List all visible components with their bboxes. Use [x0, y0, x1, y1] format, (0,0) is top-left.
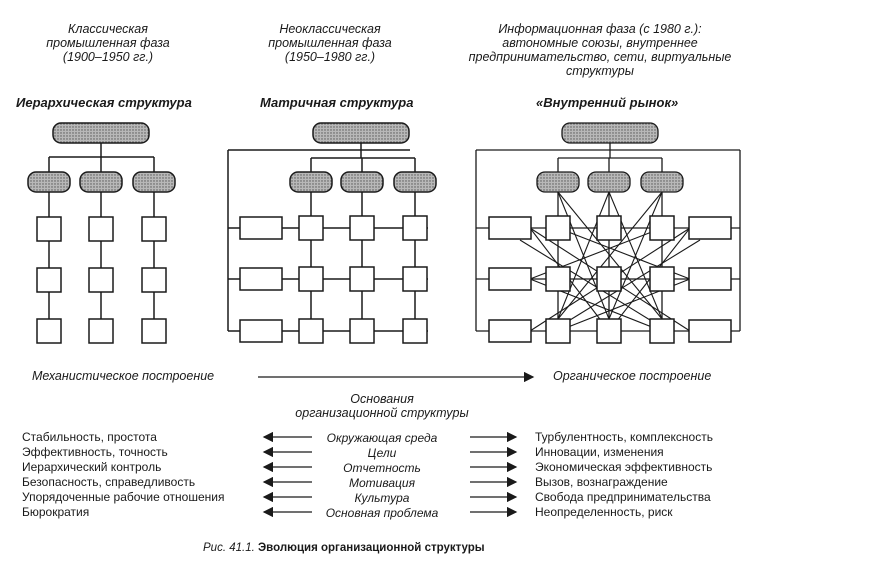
division-node	[289, 171, 333, 193]
caption-title: Эволюция организационной структуры	[258, 542, 485, 554]
unit-box	[649, 266, 675, 292]
phase-title-neoclassical: Неоклассическая промышленная фаза (1950–…	[268, 22, 392, 64]
project-box	[239, 319, 283, 343]
project-box	[488, 267, 532, 291]
unit-box	[141, 216, 167, 242]
matrix-diagram	[227, 122, 437, 344]
unit-box	[402, 215, 428, 241]
unit-box	[545, 215, 571, 241]
figure-caption: Рис. 41.1. Эволюция организационной стру…	[203, 542, 485, 555]
structure-label-hierarchy: Иерархическая структура	[16, 95, 192, 110]
basis-factor: Культура	[354, 491, 410, 505]
project-box	[239, 216, 283, 240]
unit-box	[298, 215, 324, 241]
basis-row: Эффективность, точность Цели Инновации, …	[0, 445, 886, 460]
basis-row: Бюрократия Основная проблема Неопределен…	[0, 505, 886, 520]
organic-trait: Вызов, вознаграждение	[535, 475, 668, 489]
unit-box	[141, 267, 167, 293]
basis-title: Основания организационной структуры	[295, 392, 469, 420]
structure-label-matrix: Матричная структура	[260, 95, 414, 110]
division-node	[132, 171, 176, 193]
basis-row: Стабильность, простота Окружающая среда …	[0, 430, 886, 445]
mechanistic-trait: Иерархический контроль	[22, 460, 162, 474]
division-node	[27, 171, 71, 193]
top-manager-node	[312, 122, 410, 144]
unit-box	[596, 215, 622, 241]
project-box	[688, 319, 732, 343]
organic-trait: Свобода предпринимательства	[535, 490, 711, 504]
division-node	[587, 171, 631, 193]
unit-box	[402, 318, 428, 344]
unit-box	[298, 318, 324, 344]
network-links	[519, 191, 701, 332]
unit-box	[36, 216, 62, 242]
basis-row: Иерархический контроль Отчетность Эконом…	[0, 460, 886, 475]
unit-box	[298, 266, 324, 292]
division-node	[79, 171, 123, 193]
project-box	[488, 319, 532, 343]
division-node	[536, 171, 580, 193]
mechanistic-trait: Упорядоченные рабочие отношения	[22, 490, 225, 504]
division-node	[340, 171, 384, 193]
axis-label-mechanistic: Механистическое построение	[32, 369, 215, 383]
unit-box	[36, 267, 62, 293]
basis-factor: Мотивация	[349, 476, 415, 490]
top-manager-node	[52, 122, 150, 144]
unit-box	[36, 318, 62, 344]
basis-factor: Отчетность	[343, 461, 421, 475]
phase-title-information: Информационная фаза (с 1980 г.): автоном…	[468, 22, 732, 78]
unit-box	[545, 266, 571, 292]
basis-arrows	[262, 431, 518, 518]
division-node	[640, 171, 684, 193]
basis-factor: Основная проблема	[325, 506, 439, 520]
hierarchy-diagram	[27, 122, 176, 344]
unit-box	[88, 318, 114, 344]
organic-trait: Турбулентность, комплексность	[535, 430, 713, 444]
structure-label-internal-market: «Внутренний рынок»	[536, 95, 679, 110]
unit-box	[596, 266, 622, 292]
unit-box	[402, 266, 428, 292]
caption-prefix: Рис. 41.1.	[203, 542, 255, 554]
mechanistic-trait: Стабильность, простота	[22, 430, 157, 444]
phase-title-classical: Классическая промышленная фаза (1900–195…	[46, 22, 170, 64]
unit-box	[88, 267, 114, 293]
division-node	[393, 171, 437, 193]
network-diagram	[475, 122, 741, 344]
unit-box	[141, 318, 167, 344]
basis-factor: Окружающая среда	[326, 431, 438, 445]
unit-box	[349, 318, 375, 344]
unit-box	[649, 318, 675, 344]
mechanistic-trait: Эффективность, точность	[22, 445, 168, 459]
top-manager-node	[561, 122, 659, 144]
organic-trait: Экономическая эффективность	[535, 460, 713, 474]
project-box	[688, 267, 732, 291]
unit-box	[596, 318, 622, 344]
basis-row: Упорядоченные рабочие отношения Культура…	[0, 490, 886, 505]
project-box	[688, 216, 732, 240]
basis-row: Безопасность, справедливость Мотивация В…	[0, 475, 886, 490]
basis-factor: Цели	[367, 446, 397, 460]
project-box	[239, 267, 283, 291]
organic-trait: Неопределенность, риск	[535, 505, 673, 519]
organic-trait: Инновации, изменения	[535, 445, 664, 459]
unit-box	[88, 216, 114, 242]
mechanistic-trait: Бюрократия	[22, 505, 90, 519]
unit-box	[649, 215, 675, 241]
unit-box	[349, 266, 375, 292]
mechanistic-trait: Безопасность, справедливость	[22, 475, 196, 489]
axis-label-organic: Органическое построение	[553, 369, 712, 383]
unit-box	[545, 318, 571, 344]
project-box	[488, 216, 532, 240]
unit-box	[349, 215, 375, 241]
